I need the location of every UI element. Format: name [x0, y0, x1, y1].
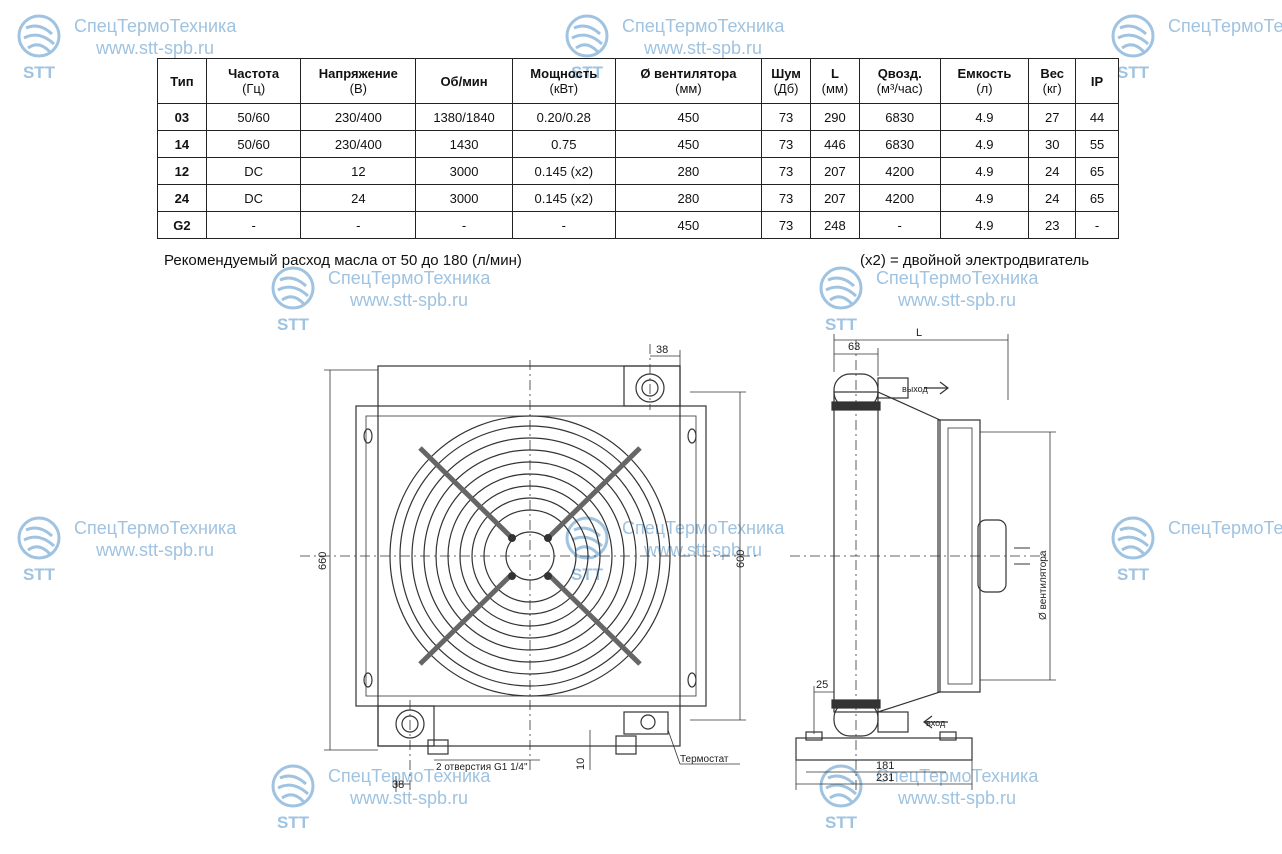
svg-text:STT: STT — [1117, 63, 1150, 82]
holes-label: 2 отверстия G1 1/4" — [436, 762, 528, 773]
front-dimension-labels: 38 660 600 38 10 2 отверстия G1 1/4" Тер… — [317, 344, 747, 791]
svg-text:STT: STT — [277, 315, 310, 334]
oil-flow-note: Рекомендуемый расход масла от 50 до 180 … — [164, 252, 522, 269]
thermostat-label: Термостат — [680, 754, 729, 765]
col-header: Тип — [157, 58, 207, 104]
stt-logo-icon: STT — [271, 764, 315, 832]
col-header: Ø вентилятора(мм) — [614, 58, 763, 104]
inlet-label: вход — [926, 718, 946, 728]
col-header: Мощность(кВт) — [511, 58, 616, 104]
fan-shroud — [877, 391, 941, 713]
radiator-core — [833, 391, 879, 713]
svg-text:STT: STT — [825, 315, 858, 334]
stt-logo-icon: STT — [271, 266, 315, 334]
watermark-company: СпецТермоТехника — [74, 16, 237, 36]
dim-63-label: 63 — [848, 341, 860, 353]
stt-logo-icon: STT — [17, 14, 61, 82]
dim-inner-label: 600 — [735, 550, 747, 568]
side-dimensions — [795, 334, 1056, 790]
watermark-site: www.stt-spb.ru — [350, 290, 469, 310]
stt-logo-icon: STT — [565, 516, 609, 584]
mounting-holes — [363, 428, 697, 688]
col-header: Частота(Гц) — [205, 58, 302, 104]
inlet-arrow-icon — [923, 715, 948, 729]
watermark-company: СпецТермоТехника — [328, 268, 491, 288]
dim-bottom-label: 38 — [392, 779, 404, 791]
side-dimension-labels: L 63 25 181 231 выход вход Ø вентилятора — [816, 327, 1049, 784]
watermark-company: СпецТермоТехника — [622, 16, 785, 36]
watermark-company: СпецТермоТехника — [1168, 518, 1282, 538]
table-header-row: Тип Частота(Гц) Напряжение(В) Об/мин Мощ… — [157, 58, 1119, 104]
col-header: Шум(Дб) — [761, 58, 811, 104]
dim-foot-label: 10 — [575, 758, 587, 770]
dim-25-label: 25 — [816, 679, 828, 691]
front-dimensions — [324, 350, 746, 792]
watermark-company: СпецТермоТехника — [622, 518, 785, 538]
fan-support-arms — [418, 446, 642, 666]
svg-text:STT: STT — [23, 565, 56, 584]
watermark-site: www.stt-spb.ru — [96, 38, 215, 58]
col-header: Вес(кг) — [1028, 58, 1077, 104]
watermark-company: СпецТермоТехника — [1168, 16, 1282, 36]
stt-logo-icon: STT — [819, 266, 863, 334]
spec-table: Тип Частота(Гц) Напряжение(В) Об/мин Мощ… — [157, 58, 1119, 239]
stt-logo-icon: STT — [819, 764, 863, 832]
watermark-site: www.stt-spb.ru — [644, 540, 763, 560]
watermark-site: www.stt-spb.ru — [898, 290, 1017, 310]
double-motor-note: (x2) = двойной электродвигатель — [860, 252, 1090, 269]
watermark-site: www.stt-spb.ru — [96, 540, 215, 560]
watermark-site: www.stt-spb.ru — [644, 38, 763, 58]
inlet-port — [377, 705, 449, 755]
svg-text:STT: STT — [825, 813, 858, 832]
outlet-label: выход — [902, 384, 928, 394]
svg-text:STT: STT — [23, 63, 56, 82]
stt-logo-icon: STT — [1111, 14, 1155, 82]
stt-logo-icon: STT — [17, 516, 61, 584]
outlet-port — [623, 365, 681, 407]
watermark-company: СпецТермоТехника — [876, 268, 1039, 288]
watermark-site: www.stt-spb.ru — [898, 788, 1017, 808]
col-header: Емкость(л) — [939, 58, 1030, 104]
watermark-company: СпецТермоТехника — [876, 766, 1039, 786]
svg-text:STT: STT — [571, 565, 604, 584]
dim-181-label: 181 — [876, 760, 894, 772]
col-header: IP — [1075, 58, 1119, 104]
watermark-company: СпецТермоТехника — [74, 518, 237, 538]
fan-diameter-label: Ø вентилятора — [1038, 550, 1049, 620]
thermostat — [615, 711, 669, 755]
dim-231-label: 231 — [876, 772, 894, 784]
base-foot — [795, 737, 973, 761]
stt-logo-icon: STT — [1111, 516, 1155, 584]
col-header: L(мм) — [810, 58, 860, 104]
dim-height-label: 660 — [317, 552, 329, 570]
centerlines — [300, 344, 760, 790]
outlet-arrow-icon — [924, 381, 949, 395]
dim-top-label: 38 — [656, 344, 668, 356]
svg-text:STT: STT — [277, 813, 310, 832]
watermark-company: СпецТермоТехника — [328, 766, 491, 786]
side-view — [790, 334, 1056, 790]
dim-L-label: L — [916, 327, 922, 339]
front-view — [300, 344, 760, 792]
watermark-site: www.stt-spb.ru — [350, 788, 469, 808]
svg-text:STT: STT — [1117, 565, 1150, 584]
